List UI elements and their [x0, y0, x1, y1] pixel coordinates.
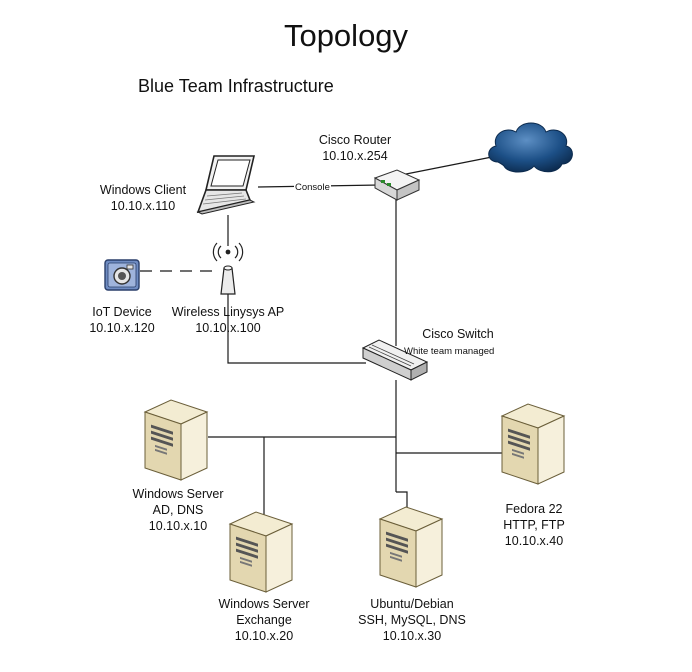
- server-ubuntu-ip: 10.10.x.30: [382, 629, 442, 643]
- server-fedora-label: Fedora 22 HTTP, FTP 10.10.x.40: [484, 501, 584, 549]
- router-label: Cisco Router 10.10.x.254: [310, 132, 400, 164]
- internet-cloud-icon: [488, 122, 573, 173]
- server-fedora-name: Fedora 22: [505, 502, 563, 516]
- server-fedora-role: HTTP, FTP: [503, 518, 565, 532]
- server-exchange-ip: 10.10.x.20: [234, 629, 294, 643]
- windows-client-label: Windows Client 10.10.x.110: [88, 182, 198, 214]
- laptop-icon: [196, 155, 256, 215]
- ubuntu-link: [396, 491, 408, 510]
- server-ubuntu-name: Ubuntu/Debian: [370, 597, 454, 611]
- ap-name: Wireless Linysys AP: [171, 305, 285, 319]
- server-ubuntu-label: Ubuntu/Debian SSH, MySQL, DNS 10.10.x.30: [352, 596, 472, 644]
- server-ad-ip: 10.10.x.10: [148, 519, 208, 533]
- server-ubuntu-icon: [378, 505, 444, 589]
- server-ad-role: AD, DNS: [152, 503, 204, 517]
- windows-client-name: Windows Client: [99, 183, 187, 197]
- server-ad-label: Windows Server AD, DNS 10.10.x.10: [118, 486, 238, 534]
- console-label: Console: [294, 180, 331, 196]
- server-exchange-name: Windows Server: [218, 597, 310, 611]
- router-cloud-link: [395, 155, 498, 177]
- server-exchange-role: Exchange: [236, 613, 292, 627]
- diagram-subtitle: Blue Team Infrastructure: [138, 76, 334, 96]
- server-fedora-icon: [500, 402, 566, 486]
- camera-icon: [104, 259, 140, 291]
- windows-client-ip: 10.10.x.110: [110, 199, 176, 213]
- server-ubuntu-role: SSH, MySQL, DNS: [358, 613, 466, 627]
- server-ad-icon: [143, 398, 209, 482]
- ap-switch-link: [227, 292, 366, 364]
- switch-icon: [361, 339, 429, 381]
- diagram-title: Topology: [283, 18, 409, 53]
- ap-label: Wireless Linysys AP 10.10.x.100: [163, 304, 293, 336]
- switch-note: White team managed: [404, 346, 495, 357]
- router-name: Cisco Router: [318, 133, 392, 147]
- server-exchange-icon: [228, 510, 294, 594]
- iot-ip: 10.10.x.120: [89, 321, 155, 335]
- router-icon: [373, 169, 421, 201]
- wireless-ap-icon: [212, 242, 244, 295]
- server-ad-name: Windows Server: [132, 487, 224, 501]
- iot-name: IoT Device: [92, 305, 152, 319]
- router-ip: 10.10.x.254: [322, 149, 388, 163]
- server-exchange-label: Windows Server Exchange 10.10.x.20: [204, 596, 324, 644]
- server-fedora-ip: 10.10.x.40: [504, 534, 564, 548]
- iot-label: IoT Device 10.10.x.120: [78, 304, 166, 336]
- switch-label: Cisco Switch: [404, 326, 512, 342]
- ap-ip: 10.10.x.100: [195, 321, 261, 335]
- switch-name: Cisco Switch: [422, 327, 494, 341]
